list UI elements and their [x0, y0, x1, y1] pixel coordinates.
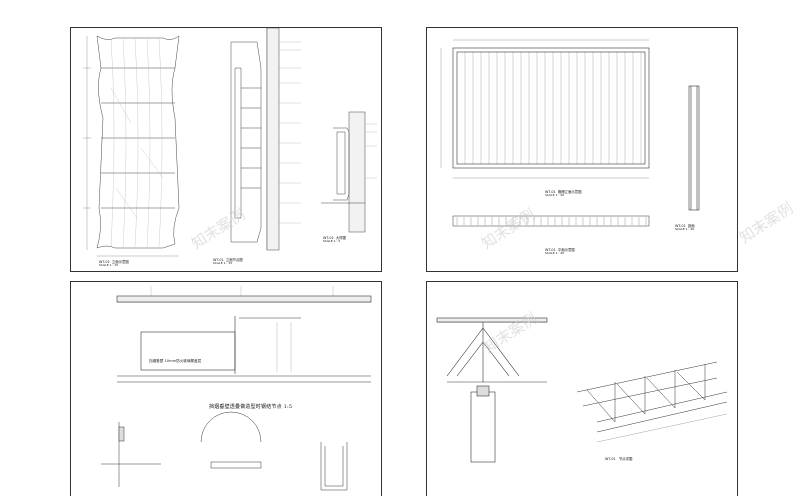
detail-caption-node-detail: WT-01 节点详图: [605, 457, 633, 461]
sheet-bottom-left-drawing: [101, 286, 372, 491]
detail-caption-grille-elevation: WT-01 格栅立面示意图 SCALE 1 : 20: [545, 190, 582, 198]
watermark: 知末案例: [736, 199, 797, 247]
detail-caption-elevation: WT-01 立面示意图 SCALE 1 : 15: [99, 260, 129, 268]
smoke-barrier-note: 挡烟垂壁 10mm防火玻璃覆盖层: [149, 359, 202, 363]
sheet-bottom-right-drawing: [436, 317, 728, 463]
detail-caption-grille-section: WT-01 剖面 SCALE 1 : 20: [675, 224, 695, 232]
detail-caption-section: WT-01 立面节点图 SCALE 1 : 15: [213, 258, 243, 266]
sheet-top-right: WT-01 格栅立面示意图 SCALE 1 : 20 WT-01 剖面 SCAL…: [426, 27, 738, 272]
sheet-top-right-drawing: [440, 39, 700, 227]
sheet-top-left-drawing: [83, 28, 377, 257]
drawing-title: 挡烟垂壁透叠做造型时钢结节点 1:5: [209, 404, 293, 410]
detail-caption-grille-plan: WT-01 平面示意图 SCALE 1 : 20: [545, 248, 575, 256]
sheet-top-left: WT-01 立面示意图 SCALE 1 : 15 WT-01 立面节点图 SCA…: [70, 27, 382, 272]
detail-caption-node: WT-01 大样图 SCALE 1 : 5: [323, 236, 346, 244]
sheet-bottom-right: WT-01 节点详图: [426, 281, 738, 496]
sheet-bottom-left: 挡烟垂壁 10mm防火玻璃覆盖层 挡烟垂壁透叠做造型时钢结节点 1:5: [70, 281, 382, 496]
